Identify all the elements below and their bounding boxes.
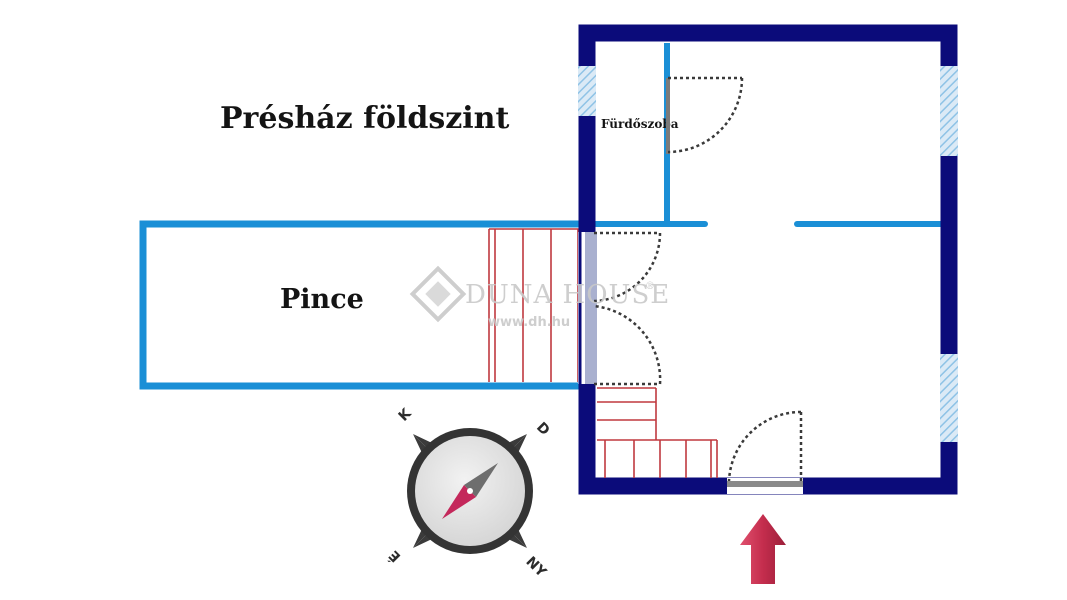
interior-stairs xyxy=(597,387,718,478)
window-right-bottom xyxy=(940,354,958,442)
compass-label-k: K xyxy=(396,405,416,425)
compass-icon: K D É NY xyxy=(385,405,552,581)
entrance-door xyxy=(727,410,803,482)
cellar-doors xyxy=(593,231,662,386)
bathroom-label: Fürdőszoba xyxy=(601,117,679,131)
window-right-top xyxy=(940,66,958,156)
plan-title: Présház földszint xyxy=(220,101,509,136)
cellar-label: Pince xyxy=(280,284,364,315)
window-left xyxy=(578,66,596,116)
watermark: DUNA HOUSE ® www.dh.hu xyxy=(409,265,670,330)
duna-house-logo-icon xyxy=(409,265,467,323)
entrance-arrow-icon xyxy=(740,514,786,584)
house-block xyxy=(578,24,958,495)
bathroom-door xyxy=(666,76,744,154)
watermark-url: www.dh.hu xyxy=(488,315,570,330)
compass-label-ny: NY xyxy=(522,554,549,581)
compass-label-e: É xyxy=(385,547,404,566)
watermark-brand: DUNA HOUSE xyxy=(465,280,670,310)
compass-label-d: D xyxy=(533,419,553,439)
watermark-registered: ® xyxy=(645,281,655,292)
